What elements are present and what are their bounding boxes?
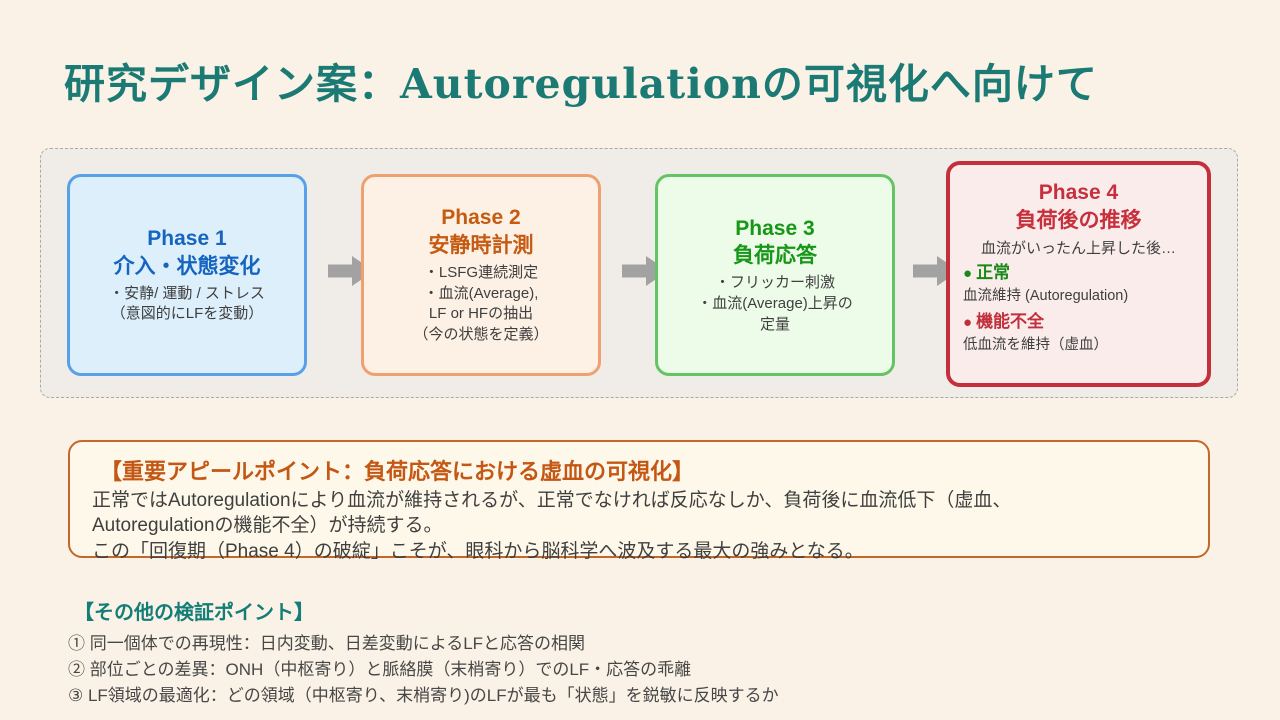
phase1-subtitle: 介入・状態変化 — [113, 254, 261, 278]
phase2-line: （今の状態を定義） — [413, 325, 549, 343]
red-dot-icon: ● — [963, 313, 973, 331]
other-points-section: 【その他の検証ポイント】 ① 同一個体での再現性：日内変動、日差変動によるLFと… — [68, 596, 779, 709]
other-points-title: 【その他の検証ポイント】 — [74, 602, 314, 624]
appeal-line: この「回復期（Phase 4）の破綻」こそが、眼科から脳科学へ波及する最大の強み… — [92, 540, 864, 562]
phase2-line: LF or HFの抽出 — [428, 305, 534, 323]
phase2-line: ・LSFG連続測定 — [423, 263, 539, 281]
outcome-label: 正常 — [976, 263, 1011, 283]
phase4-outcome-dysfunction: ●機能不全 低血流を維持（虚血） — [950, 311, 1207, 356]
appeal-line: Autoregulationの機能不全）が持続する。 — [92, 515, 443, 537]
phase1-body: ・安静/ 運動 / ストレス （意図的にLFを変動） — [70, 284, 304, 325]
phase4-card: Phase 4 負荷後の推移 血流がいったん上昇した後… ●正常 血流維持 (A… — [946, 161, 1211, 387]
phase1-card: Phase 1 介入・状態変化 ・安静/ 運動 / ストレス （意図的にLFを変… — [67, 174, 307, 376]
outcome-desc: 血流維持 (Autoregulation) — [963, 288, 1129, 305]
phase2-line: ・血流(Average), — [423, 284, 539, 302]
phase3-line: ・フリッカー刺激 — [714, 274, 835, 292]
appeal-point-box: 【重要アピールポイント：負荷応答における虚血の可視化】 正常ではAutoregu… — [68, 440, 1210, 562]
phase3-line: 定量 — [759, 315, 790, 333]
phase3-body: ・フリッカー刺激 ・血流(Average)上昇の 定量 — [658, 273, 892, 335]
outcome-label: 機能不全 — [976, 311, 1045, 331]
phase2-body: ・LSFG連続測定 ・血流(Average), LF or HFの抽出 （今の状… — [364, 263, 598, 346]
phase1-line: ・安静/ 運動 / ストレス — [109, 284, 265, 302]
phase3-name: Phase 3 — [735, 216, 815, 240]
phase3-card: Phase 3 負荷応答 ・フリッカー刺激 ・血流(Average)上昇の 定量 — [655, 174, 895, 376]
phase2-name: Phase 2 — [441, 206, 521, 230]
outcome-desc: 低血流を維持（虚血） — [963, 336, 1108, 353]
phase-flow-container: Phase 1 介入・状態変化 ・安静/ 運動 / ストレス （意図的にLFを変… — [40, 148, 1238, 398]
page-title: 研究デザイン案：Autoregulationの可視化へ向けて — [64, 60, 1098, 108]
phase1-name: Phase 1 — [147, 227, 227, 251]
other-point-item: ① 同一個体での再現性：日内変動、日差変動によるLFと応答の相関 — [68, 634, 586, 653]
appeal-line: 正常ではAutoregulationにより血流が維持されるが、正常でなければ反応… — [92, 490, 1012, 511]
phase2-subtitle: 安静時計測 — [428, 234, 534, 258]
green-dot-icon: ● — [963, 265, 973, 283]
other-point-item: ② 部位ごとの差異：ONH（中枢寄り）と脈絡膜（末梢寄り）でのLF・応答の乖離 — [68, 660, 692, 679]
phase4-subtitle: 負荷後の推移 — [1015, 208, 1142, 232]
phase2-card: Phase 2 安静時計測 ・LSFG連続測定 ・血流(Average), LF… — [361, 174, 601, 376]
phase1-line: （意図的にLFを変動） — [110, 305, 264, 323]
phase4-intro: 血流がいったん上昇した後… — [980, 240, 1176, 258]
other-point-item: ③ LF領域の最適化：どの領域（中枢寄り、末梢寄り)のLFが最も「状態」を鋭敏に… — [68, 686, 779, 705]
phase3-subtitle: 負荷応答 — [733, 244, 817, 268]
phase4-name: Phase 4 — [1038, 181, 1119, 204]
phase3-line: ・血流(Average)上昇の — [697, 294, 853, 312]
appeal-title: 【重要アピールポイント：負荷応答における虚血の可視化】 — [100, 459, 695, 484]
phase4-outcome-normal: ●正常 血流維持 (Autoregulation) — [950, 262, 1207, 307]
